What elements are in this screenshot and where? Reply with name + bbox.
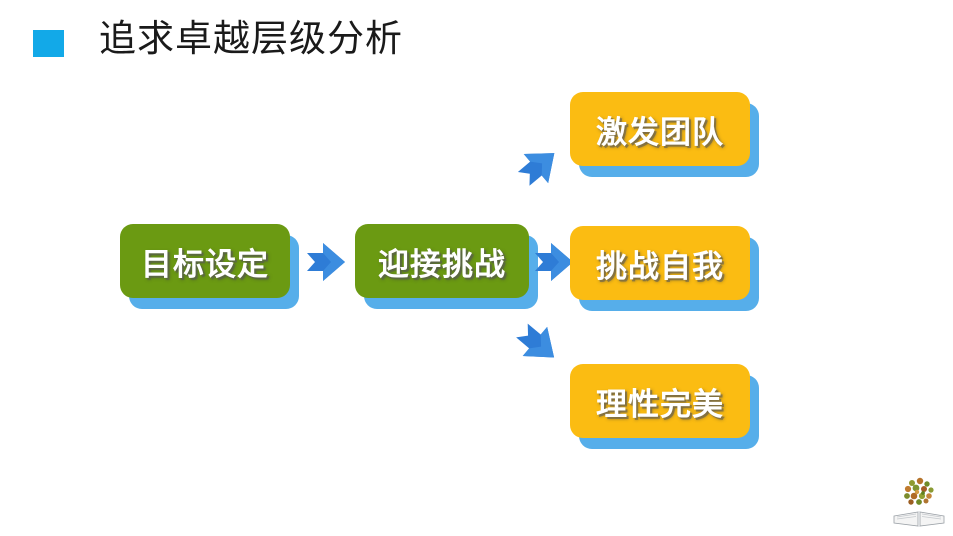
node-perfect[interactable]: 理性完美 [570,364,759,449]
node-label: 理性完美 [596,386,724,422]
arrow-down-right-challenge-to-perfect [513,320,563,368]
node-face: 目标设定 [120,224,290,298]
page-title: 追求卓越层级分析 [99,18,403,59]
arrow-up-right-challenge-to-team [515,143,563,189]
node-team[interactable]: 激发团队 [570,92,759,177]
node-self[interactable]: 挑战自我 [570,226,759,311]
node-challenge[interactable]: 迎接挑战 [355,224,538,309]
arrow-right-challenge-to-self [533,240,575,284]
node-label: 目标设定 [141,246,269,282]
node-face: 理性完美 [570,364,750,438]
node-face: 迎接挑战 [355,224,529,298]
node-label: 迎接挑战 [378,246,506,282]
node-label: 挑战自我 [596,248,724,284]
tree-of-knowledge-book-logo [888,470,950,532]
node-goal[interactable]: 目标设定 [120,224,299,309]
node-face: 激发团队 [570,92,750,166]
title-bullet-square [33,30,64,57]
node-label: 激发团队 [596,114,724,150]
arrow-right-goal-to-challenge [305,240,347,284]
node-face: 挑战自我 [570,226,750,300]
